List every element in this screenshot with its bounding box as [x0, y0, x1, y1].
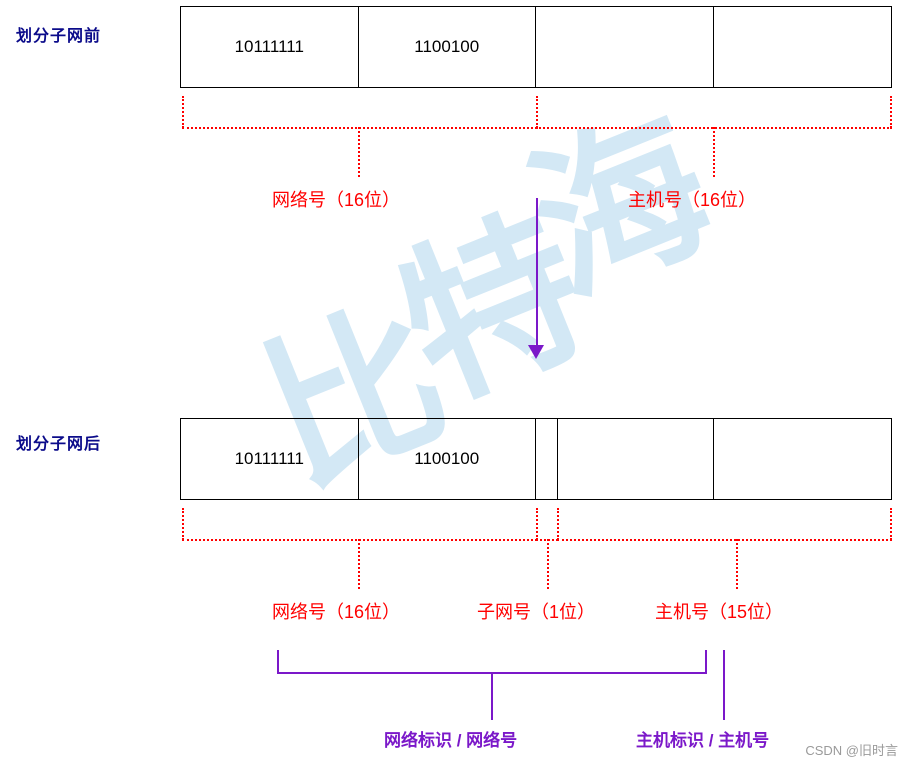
octet-cell: 1100100	[359, 419, 536, 499]
bracket-tick-before-mid	[536, 96, 538, 128]
address-table-before: 10111111 1100100	[180, 6, 892, 88]
subnet-bit-cell	[536, 419, 558, 499]
bracket-drop-after-host	[736, 539, 738, 589]
bracket-drop-before-network	[358, 127, 360, 177]
transition-arrow-shaft	[536, 198, 538, 346]
bracket-drop-before-host	[713, 127, 715, 177]
brace-network-drop	[491, 672, 493, 720]
bracket-drop-after-network	[358, 539, 360, 589]
label-before-subnetting: 划分子网前	[16, 28, 102, 45]
octet-cell	[714, 7, 892, 87]
annotation-before-host: 主机号（16位）	[628, 190, 757, 210]
brace-label-network-identity: 网络标识 / 网络号	[384, 731, 518, 750]
label-after-subnetting: 划分子网后	[16, 436, 102, 453]
address-table-after: 10111111 1100100	[180, 418, 892, 500]
octet-cell	[536, 7, 714, 87]
octet-cell	[558, 419, 714, 499]
brace-network-right	[705, 650, 707, 674]
bracket-tick-after-left	[182, 508, 184, 540]
annotation-after-subnet: 子网号（1位）	[477, 602, 596, 622]
octet-cell	[714, 419, 892, 499]
bracket-tick-after-network-end	[536, 508, 538, 540]
bracket-tick-after-right	[890, 508, 892, 540]
bracket-tick-after-subnet-end	[557, 508, 559, 540]
annotation-before-network: 网络号（16位）	[272, 190, 401, 210]
annotation-after-network: 网络号（16位）	[272, 602, 401, 622]
bracket-tick-before-right	[890, 96, 892, 128]
brace-host-drop	[723, 650, 725, 720]
transition-arrow-head	[528, 345, 544, 359]
bracket-span-after-host	[557, 539, 892, 541]
brace-network-left	[277, 650, 279, 674]
octet-cell: 1100100	[359, 7, 536, 87]
annotation-after-host: 主机号（15位）	[655, 602, 784, 622]
bracket-drop-after-subnet	[547, 539, 549, 589]
brace-label-host-identity: 主机标识 / 主机号	[636, 731, 770, 750]
bracket-tick-before-left	[182, 96, 184, 128]
csdn-credit: CSDN @旧时言	[805, 743, 898, 758]
octet-cell: 10111111	[181, 419, 359, 499]
octet-cell: 10111111	[181, 7, 359, 87]
